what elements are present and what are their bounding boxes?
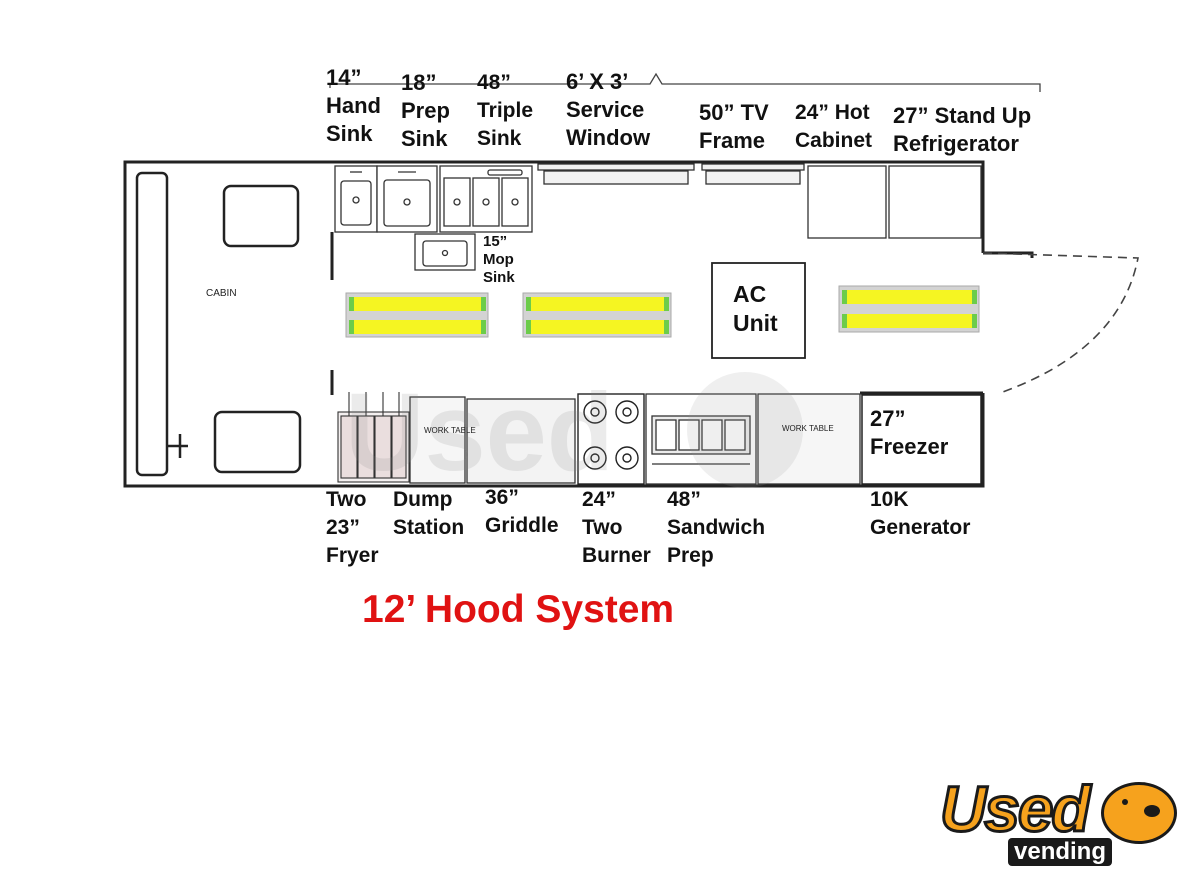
label-hand-sink: 14” Hand Sink	[326, 65, 381, 146]
sandwich-prep	[645, 393, 757, 485]
hot-cabinet	[807, 165, 887, 239]
prep-sink	[376, 165, 438, 233]
tv-frame	[701, 163, 805, 185]
refrigerator	[888, 165, 982, 239]
hood-light-2	[522, 292, 672, 338]
center-watermark: Used	[345, 371, 803, 494]
svg-text:Used: Used	[345, 371, 614, 494]
label-prep-sink: 18” Prep Sink	[401, 70, 450, 151]
service-window	[537, 163, 695, 185]
label-freezer: 27” Freezer	[870, 406, 949, 459]
label-work-table-left: WORK TABLE	[424, 426, 476, 435]
label-two-burner: 24” Two Burner	[582, 488, 651, 567]
label-service-window: 6’ X 3’ Service Window	[566, 69, 651, 150]
two-burner	[577, 393, 645, 485]
label-cabin: CABIN	[206, 288, 237, 299]
work-table-right	[757, 393, 861, 485]
label-mop-sink: 15” Mop Sink	[483, 233, 515, 286]
logo-brand-text: Used	[939, 773, 1092, 845]
hood-light-3	[838, 285, 980, 333]
truck-outline	[123, 160, 1034, 488]
label-refrigerator: 27” Stand Up Refrigerator	[893, 103, 1032, 156]
hood-system-title: 12’ Hood System	[362, 588, 675, 631]
logo-sub-text: vending	[1008, 838, 1113, 866]
freezer	[861, 394, 982, 485]
piggy-bank-icon	[1101, 782, 1177, 844]
hood-light-1	[345, 292, 489, 338]
label-hot-cabinet: 24” Hot Cabinet	[795, 101, 873, 152]
label-fryer: Two 23” Fryer	[326, 488, 379, 567]
label-tv-frame: 50” TV Frame	[699, 100, 769, 153]
label-sandwich-prep: 48” Sandwich Prep	[667, 488, 766, 567]
used-vending-logo: Used vending	[938, 773, 1178, 872]
label-dump-station: Dump Station	[393, 488, 465, 539]
hand-sink	[334, 165, 378, 233]
mop-sink	[414, 233, 476, 271]
ac-unit	[711, 262, 806, 359]
cabin	[135, 171, 302, 477]
triple-sink	[439, 165, 533, 233]
label-ac-unit: AC Unit	[733, 281, 778, 336]
dump-station	[409, 396, 466, 484]
dimension-bracket	[329, 72, 1041, 92]
griddle	[466, 398, 576, 484]
label-generator: 10K Generator	[870, 488, 971, 539]
door-swing	[982, 252, 1139, 394]
label-triple-sink: 48” Triple Sink	[477, 71, 534, 150]
label-griddle: 36” Griddle	[485, 486, 559, 537]
fryer	[337, 392, 410, 483]
label-work-table-right: WORK TABLE	[782, 424, 834, 433]
